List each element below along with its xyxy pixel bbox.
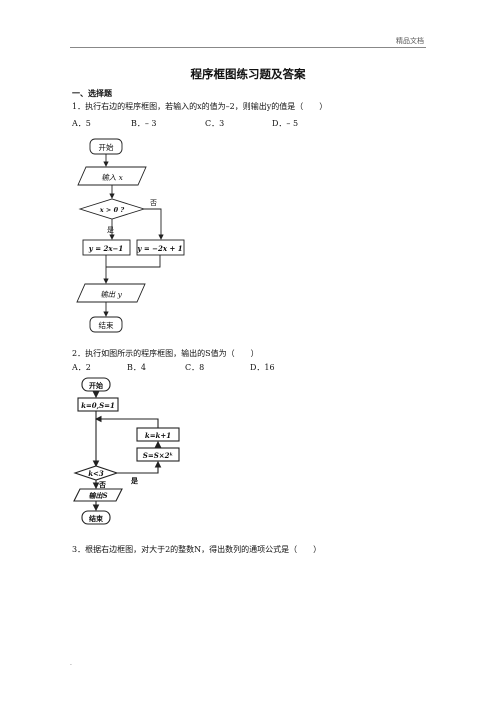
q2-option-b: B．4 xyxy=(127,363,146,372)
q2-yes-label: 是 xyxy=(130,476,139,485)
q1-output-label: 输出 y xyxy=(100,290,122,299)
q2-update-s-label: S=S×2ᵏ xyxy=(143,451,173,460)
q1-end-terminal xyxy=(89,316,123,333)
section-heading: 一、选择题 xyxy=(72,88,112,98)
q2-option-a: A．2 xyxy=(72,363,91,372)
q1-yes-label: 是 xyxy=(107,226,114,234)
question-1-text: 1．执行右边的程序框图，若输入的x的值为–2，则输出y的值是（ ） xyxy=(72,102,328,111)
q1-option-a: A．5 xyxy=(72,119,91,128)
q2-init-label: k=0,S=1 xyxy=(81,401,115,410)
q1-end-label: 结束 xyxy=(99,320,114,330)
q2-start-label: 开始 xyxy=(89,381,103,390)
q2-end-label: 结束 xyxy=(88,514,104,523)
q2-output-box xyxy=(73,488,123,502)
footer-dot: . xyxy=(70,660,72,667)
q1-process-right xyxy=(136,239,185,256)
q2-output-label: 输出S xyxy=(88,491,107,500)
q1-merge-right xyxy=(106,255,161,268)
q2-arrow-yes xyxy=(117,460,162,474)
q1-decision-label: x > 0 ? xyxy=(99,206,125,214)
q2-option-c: C．8 xyxy=(185,363,205,372)
header-divider xyxy=(70,47,426,48)
q2-decision-label: k<3 xyxy=(88,469,104,478)
q1-output-box xyxy=(76,283,146,303)
q2-init-box xyxy=(77,397,119,412)
q2-update-k-label: k=k+1 xyxy=(145,431,171,440)
q2-end-terminal xyxy=(81,510,111,525)
page-title: 程序框图练习题及答案 xyxy=(190,67,306,81)
q1-right-formula: y = −2x + 1 xyxy=(136,244,182,253)
q1-option-c: C．3 xyxy=(205,119,225,128)
page-header-label: 精品文档 xyxy=(396,37,424,45)
question-2-text: 2．执行如图所示的程序框图，输出的S值为（ ） xyxy=(72,349,259,358)
q1-process-left xyxy=(82,239,131,256)
q1-option-d: D．– 5 xyxy=(272,119,299,128)
q1-input-label: 输入 x xyxy=(101,173,123,182)
q1-arrow-no xyxy=(144,208,164,240)
q1-start-label: 开始 xyxy=(99,142,114,152)
q1-left-formula: y = 2x−1 xyxy=(88,244,124,253)
q2-option-d: D．16 xyxy=(250,363,275,372)
q1-input-box xyxy=(77,166,147,186)
q1-option-b: B．– 3 xyxy=(131,119,157,128)
question-3-text: 3．根据右边框图，对大于2的整数N，得出数列的通项公式是（ ） xyxy=(72,545,322,554)
q2-loop-back xyxy=(94,415,159,428)
q2-no-label: 否 xyxy=(98,480,106,489)
q1-no-label: 否 xyxy=(150,199,157,207)
